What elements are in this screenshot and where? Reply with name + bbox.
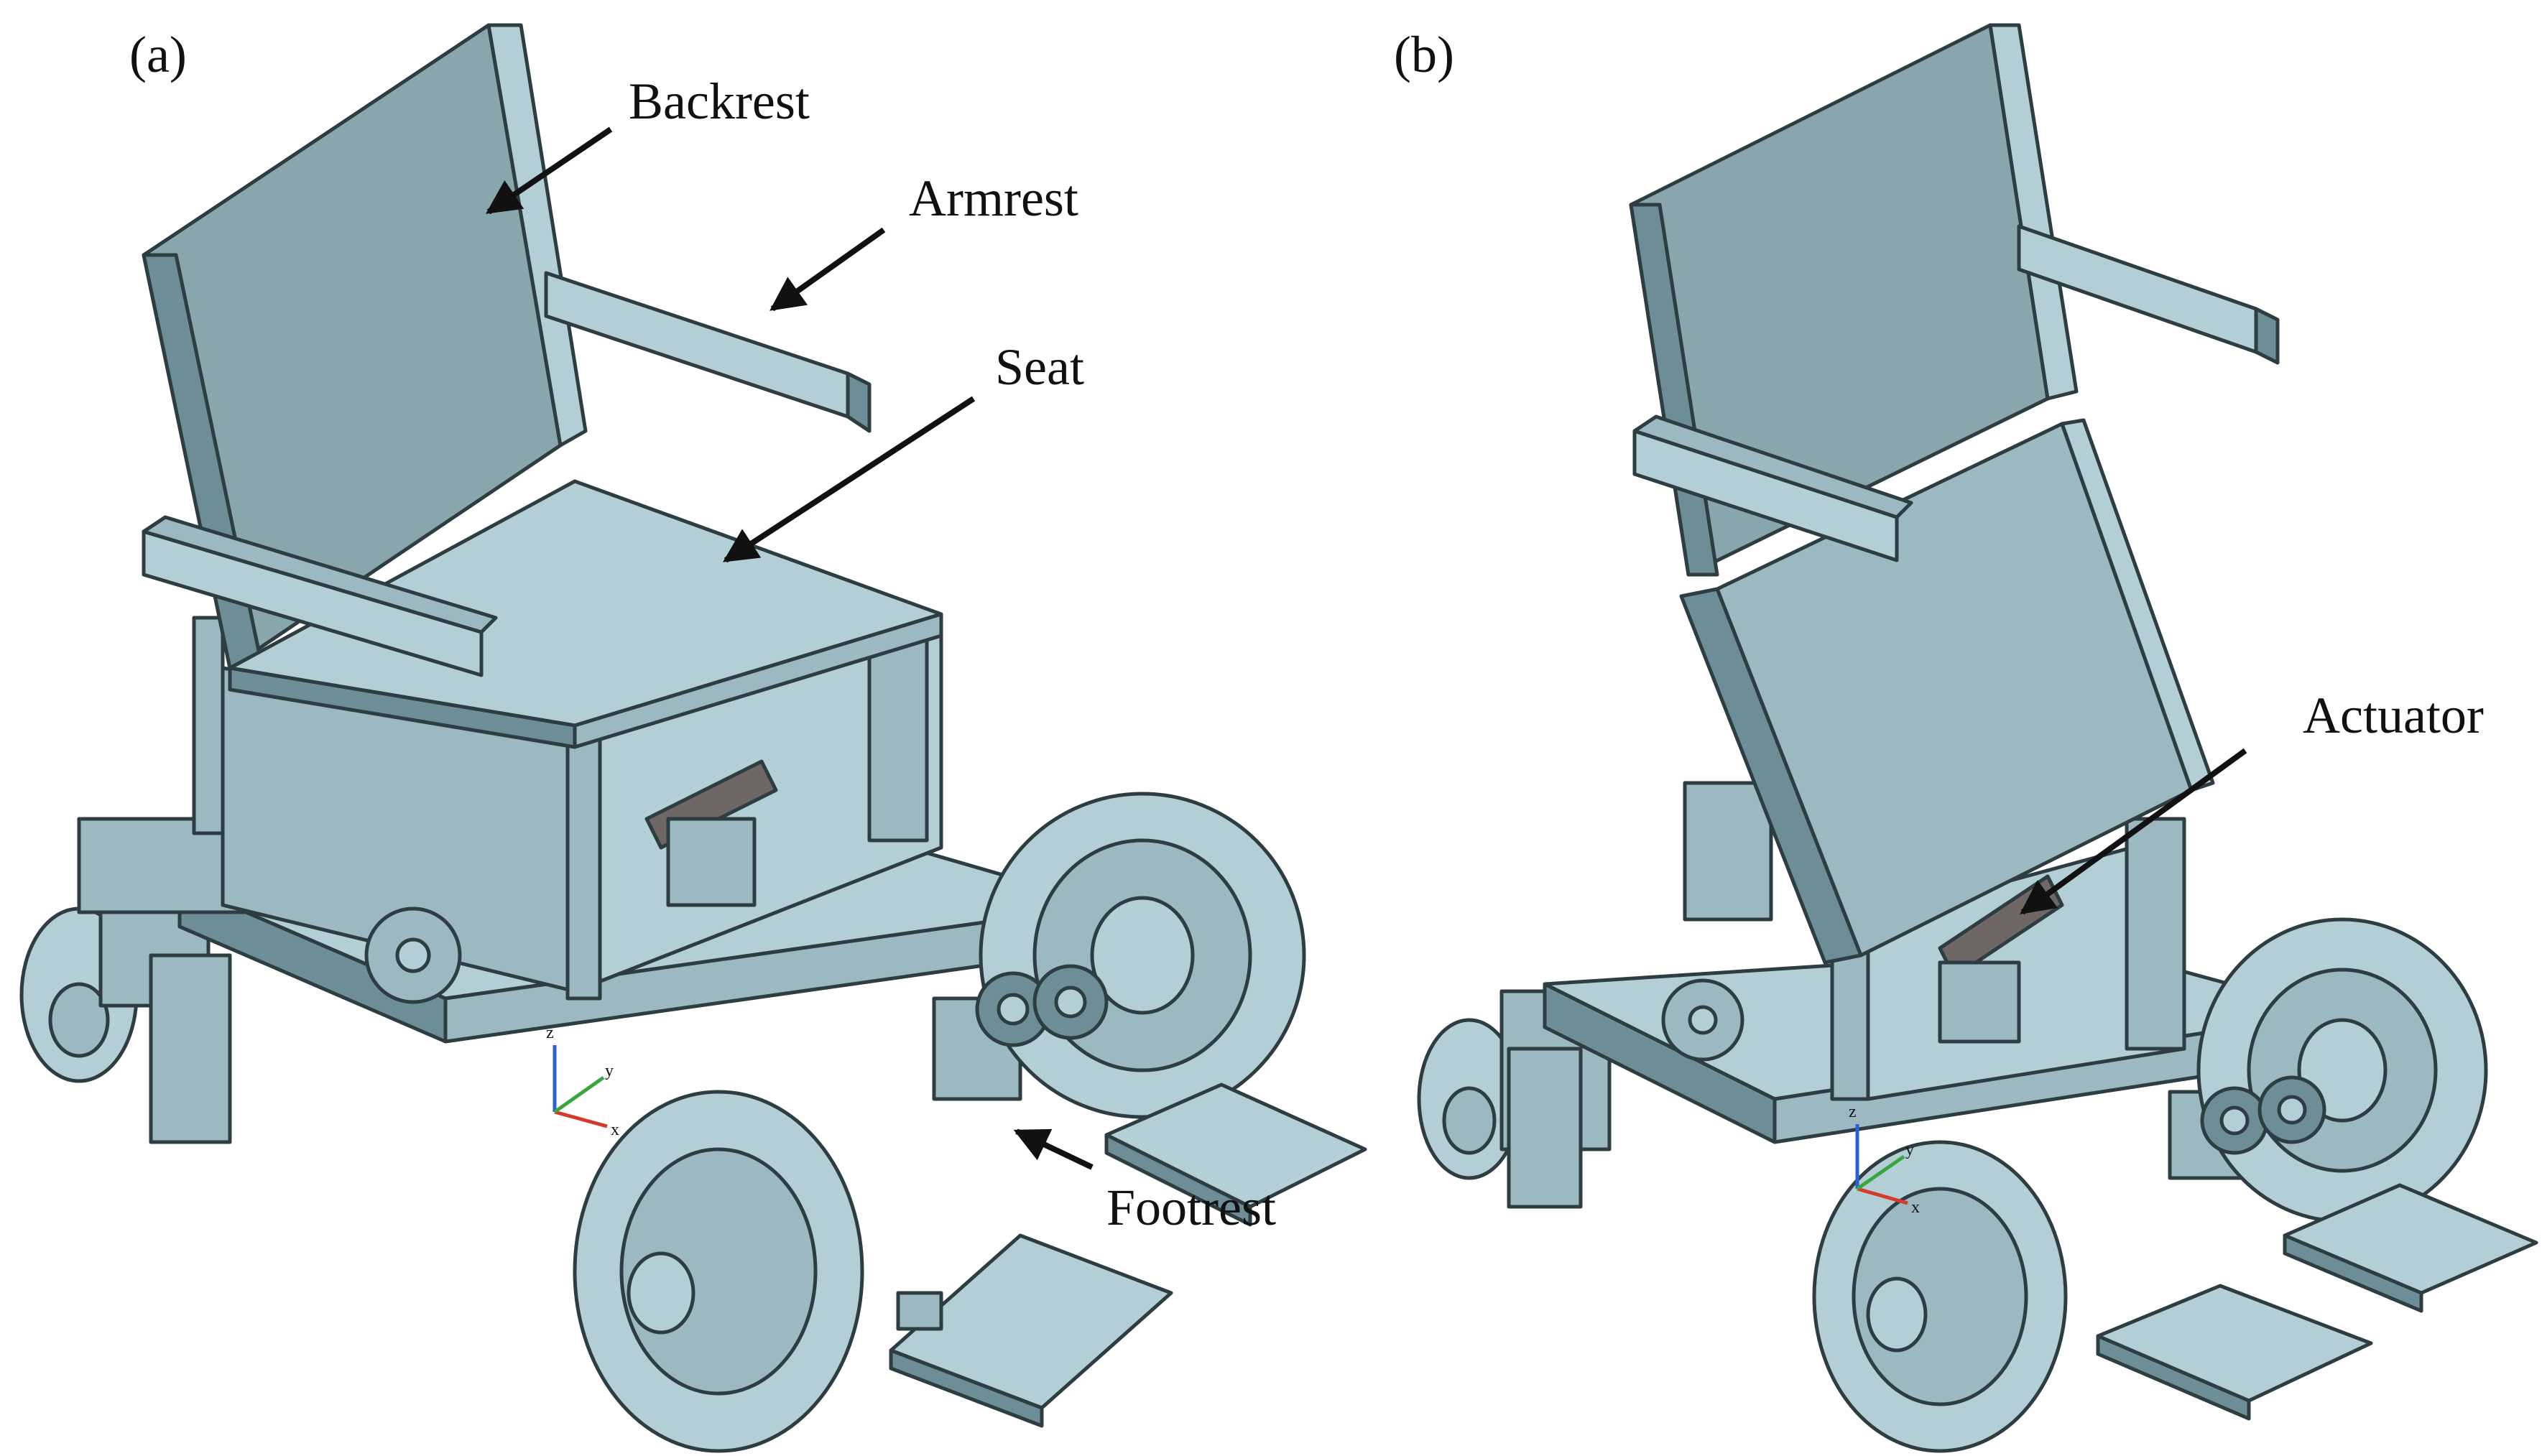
bevel-gears-b	[2200, 1075, 2326, 1155]
axis-y-label-a: y	[605, 1062, 614, 1080]
axis-triad-b: z x y	[1849, 1103, 1920, 1217]
arrow-seat	[722, 396, 976, 563]
arrow-backrest	[486, 126, 613, 215]
label-backrest: Backrest	[629, 73, 810, 130]
right-drive-wheel	[979, 792, 1306, 1119]
armrest-right-a	[544, 271, 872, 433]
label-actuator: Actuator	[2303, 687, 2484, 744]
seat-plate-a	[228, 479, 943, 749]
armrest-left-b	[1632, 414, 1913, 562]
axis-z-label-a: z	[546, 1024, 554, 1042]
panel-a	[19, 23, 1367, 1453]
actuator-a	[644, 759, 778, 907]
panel-b-tag: (b)	[1394, 26, 1454, 83]
label-footrest: Footrest	[1106, 1179, 1276, 1236]
right-drive-wheel-b	[2196, 917, 2488, 1223]
annotations: (a) (b) Backrest Armrest Seat Footrest A…	[129, 26, 2484, 1236]
axis-y-label-b: y	[1905, 1141, 1914, 1159]
bevel-gears	[975, 964, 1109, 1047]
arrow-footrest	[1013, 1128, 1094, 1170]
motor-b	[1661, 978, 1744, 1062]
panel-b	[1417, 23, 2538, 1453]
label-armrest: Armrest	[909, 170, 1078, 227]
axis-z-label-b: z	[1849, 1103, 1857, 1121]
front-drive-wheel	[573, 1090, 864, 1453]
axis-x-label-a: x	[611, 1121, 619, 1139]
front-drive-wheel-b	[1812, 1140, 2068, 1453]
seat-frame	[192, 616, 943, 1001]
actuator-b	[1938, 874, 2064, 1044]
footrest-plates-a	[889, 1082, 1367, 1428]
panel-a-tag: (a)	[129, 26, 187, 83]
axis-triad-a: z x y	[546, 1024, 619, 1139]
axis-x-label-b: x	[1911, 1198, 1920, 1217]
arrow-armrest	[769, 227, 886, 312]
label-seat: Seat	[995, 338, 1084, 396]
armrest-right-b	[2017, 224, 2280, 365]
motor-a	[364, 906, 462, 1004]
footrest-plates-b	[2096, 1183, 2538, 1421]
seat-plate-b	[1679, 418, 2215, 965]
arrow-actuator	[2020, 748, 2247, 915]
armrest-left-a	[142, 515, 498, 677]
